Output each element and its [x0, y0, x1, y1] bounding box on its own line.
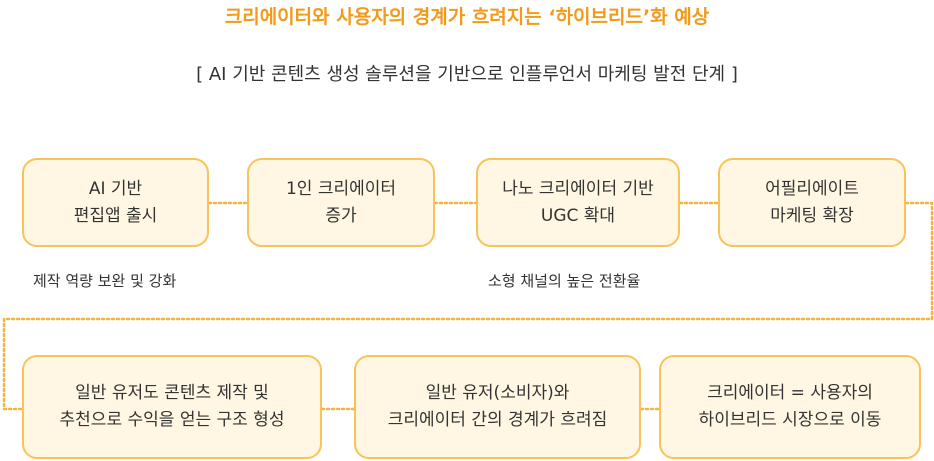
step-box-4: 어필리에이트 마케팅 확장 [718, 158, 906, 247]
note-1: 제작 역량 보완 및 강화 [33, 272, 177, 290]
step-box-2: 1인 크리에이터 증가 [247, 158, 435, 247]
step-box-7: 크리에이터 = 사용자의 하이브리드 시장으로 이동 [659, 355, 921, 459]
page-subtitle: [ AI 기반 콘텐츠 생성 솔루션을 기반으로 인플루언서 마케팅 발전 단계… [196, 64, 738, 85]
note-2: 소형 채널의 높은 전환율 [488, 272, 641, 290]
step-box-5: 일반 유저도 콘텐츠 제작 및 추천으로 수익을 얻는 구조 형성 [22, 355, 322, 459]
connector-4-5 [2, 201, 934, 411]
step-box-1: AI 기반 편집앱 출시 [22, 158, 209, 247]
step-box-6: 일반 유저(소비자)와 크리에이터 간의 경계가 흐려짐 [354, 355, 641, 459]
page-title: 크리에이터와 사용자의 경계가 흐려지는 ‘하이브리드’화 예상 [224, 6, 710, 28]
step-box-3: 나노 크리에이터 기반 UGC 확대 [476, 158, 680, 247]
